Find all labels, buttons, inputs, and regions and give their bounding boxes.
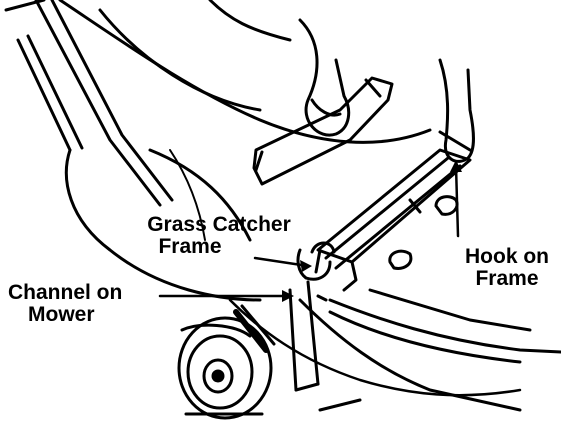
label-channel-on-mower: Channel on Mower — [8, 282, 168, 326]
mower-channel-bracket — [233, 280, 328, 392]
label-hook-on-frame-line2: Frame — [475, 267, 539, 290]
label-hook-on-frame-line1: Hook on — [465, 245, 549, 268]
leader-grass-catcher-frame — [253, 256, 310, 268]
bag-handle — [252, 76, 394, 186]
mower-wheel — [177, 316, 273, 420]
leader-arrows — [282, 160, 462, 302]
label-hook-on-frame: Hook on Frame — [447, 246, 561, 290]
leader-lines — [158, 164, 460, 298]
hand-left — [298, 18, 351, 137]
label-grass-catcher-frame: Grass Catcher Frame — [124, 214, 314, 258]
mower-deck — [298, 288, 561, 412]
mower-handle — [4, 0, 174, 207]
grass-catcher-frame — [296, 148, 472, 292]
label-channel-on-mower-line1: Channel on — [8, 281, 123, 304]
label-grass-catcher-frame-line1: Grass Catcher — [147, 213, 291, 236]
label-grass-catcher-frame-line2: Frame — [158, 235, 222, 258]
leader-hook-on-frame — [454, 164, 460, 238]
label-channel-on-mower-line2: Mower — [28, 303, 95, 326]
hand-right — [438, 58, 475, 163]
